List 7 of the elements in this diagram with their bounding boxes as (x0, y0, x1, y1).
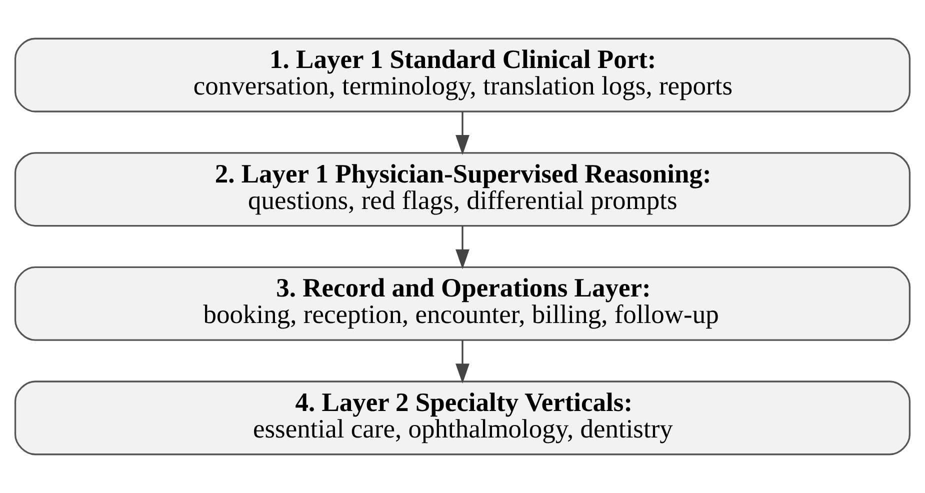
arrow (456, 340, 470, 384)
arrow (456, 112, 470, 155)
node-box: 4. Layer 2 Specialty Verticals: essential care, ophthalmology, dentistry (14, 380, 911, 456)
node-box: 1. Layer 1 Standard Clinical Port: conversation, terminology, translation logs, reports (14, 38, 911, 112)
node-box: 3. Record and Operations Layer: booking, reception, encounter, billing, follow-up (14, 266, 911, 341)
arrow (456, 226, 470, 270)
node-box: 2. Layer 1 Physician-Supervised Reasoning: questions, red flags, differential prompts (14, 152, 911, 227)
